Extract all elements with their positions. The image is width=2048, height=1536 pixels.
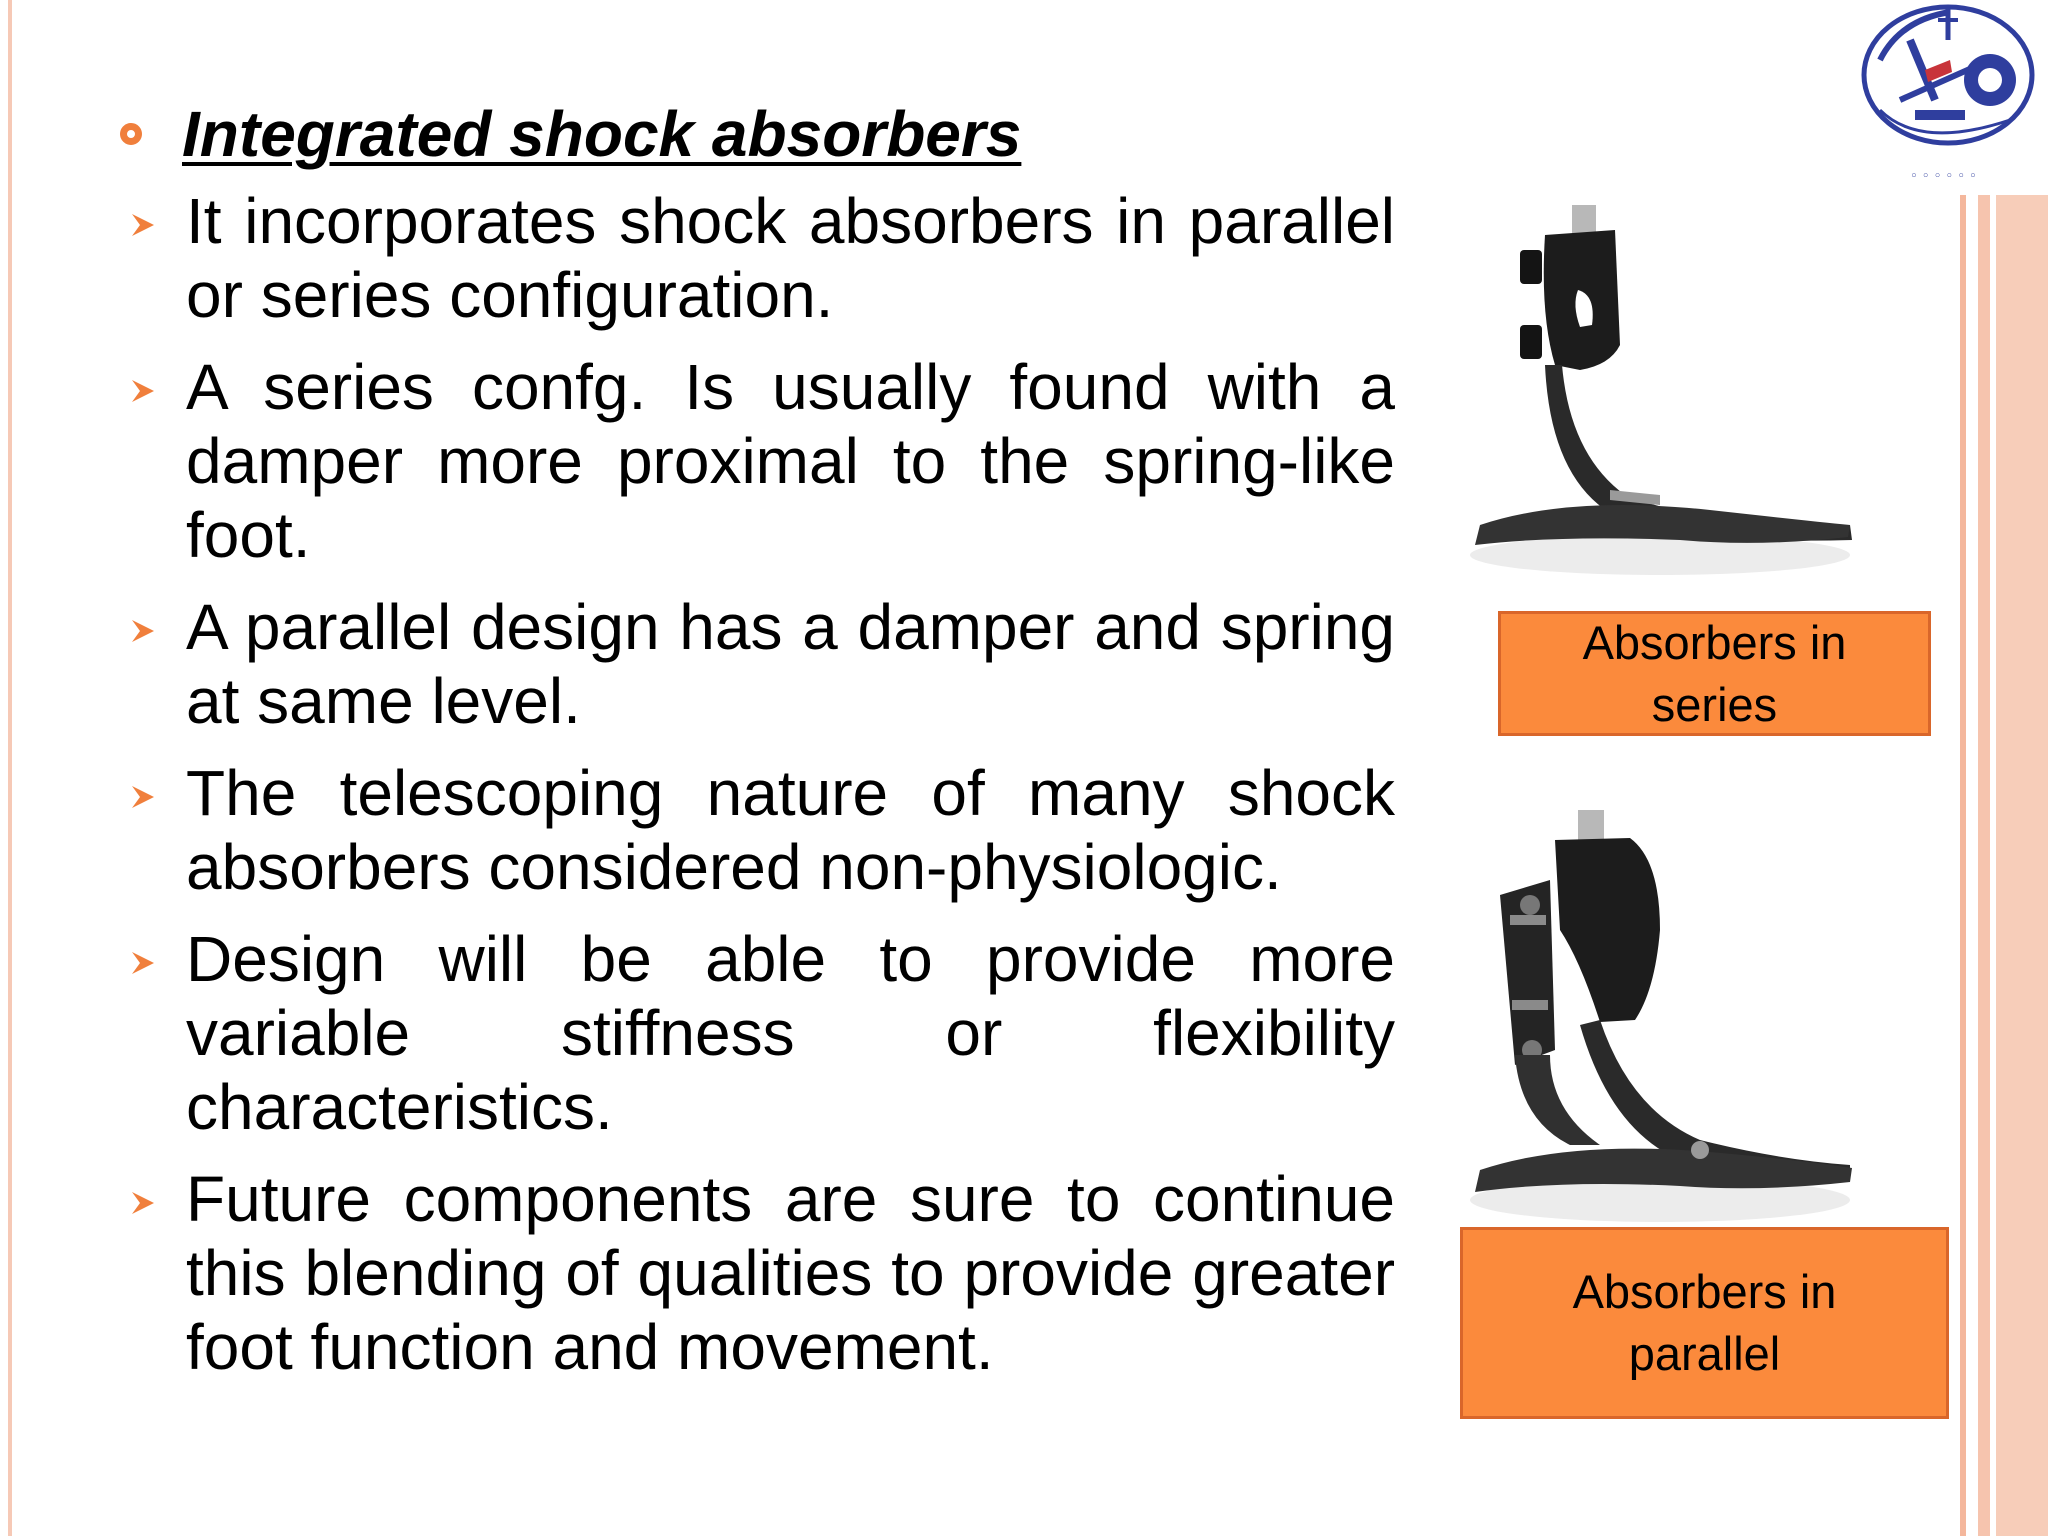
list-item: The telescoping nature of many shock abs…	[120, 756, 1395, 904]
institute-logo: ◦ ◦ ◦ ◦ ◦ ◦	[1840, 0, 2048, 195]
list-item: Future components are sure to continue t…	[120, 1162, 1395, 1384]
list-item: It incorporates shock absorbers in paral…	[120, 184, 1395, 332]
caption-absorbers-in-series: Absorbers in series	[1498, 611, 1931, 736]
list-item: Design will be able to provide more vari…	[120, 922, 1395, 1144]
arrow-bullet-icon	[132, 952, 154, 974]
bullet-text: It incorporates shock absorbers in paral…	[186, 185, 1395, 331]
bullet-text: The telescoping nature of many shock abs…	[186, 757, 1395, 903]
bullet-text: A parallel design has a damper and sprin…	[186, 591, 1395, 737]
caption-parallel-line2: parallel	[1628, 1327, 1781, 1380]
bullet-text: A series confg. Is usually found with a …	[186, 351, 1395, 571]
caption-absorbers-in-parallel: Absorbers in parallel	[1460, 1227, 1949, 1419]
right-decorative-stripes	[1960, 190, 2048, 1536]
arrow-bullet-icon	[132, 214, 154, 236]
bullet-list: It incorporates shock absorbers in paral…	[120, 184, 1395, 1402]
bullet-text: Future components are sure to continue t…	[186, 1163, 1395, 1383]
logo-icon: ◦ ◦ ◦ ◦ ◦ ◦	[1861, 4, 2035, 184]
list-item: A parallel design has a damper and sprin…	[120, 590, 1395, 738]
arrow-bullet-icon	[132, 620, 154, 642]
list-item: A series confg. Is usually found with a …	[120, 350, 1395, 572]
caption-series-line1: Absorbers in	[1582, 615, 1847, 669]
series-foot-image	[1470, 205, 1852, 575]
arrow-bullet-icon	[132, 1192, 154, 1214]
bullet-text: Design will be able to provide more vari…	[186, 923, 1395, 1143]
ring-bullet-icon	[120, 123, 142, 145]
slide-heading: Integrated shock absorbers	[182, 98, 1022, 170]
parallel-foot-image	[1470, 810, 1852, 1222]
heading-row: Integrated shock absorbers	[120, 94, 1021, 174]
caption-series-line2: series	[1651, 677, 1778, 731]
arrow-bullet-icon	[132, 786, 154, 808]
svg-text:◦ ◦ ◦ ◦ ◦ ◦: ◦ ◦ ◦ ◦ ◦ ◦	[1910, 169, 1977, 184]
caption-parallel-line1: Absorbers in	[1572, 1265, 1837, 1318]
left-decorative-stripe	[0, 0, 22, 1536]
arrow-bullet-icon	[132, 380, 154, 402]
